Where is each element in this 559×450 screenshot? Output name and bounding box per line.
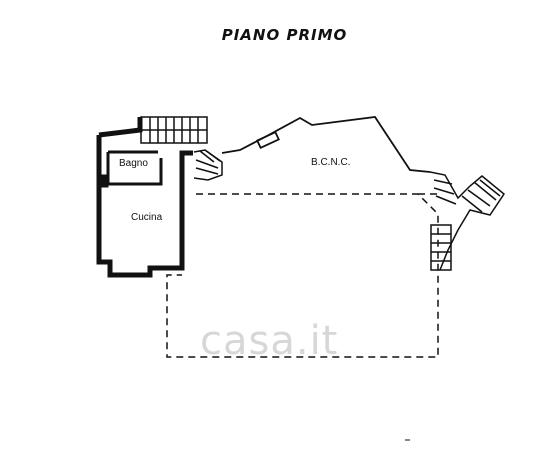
room-label-cucina: Cucina <box>131 212 163 223</box>
outdoor-area-dashed <box>166 193 439 358</box>
stairs-right <box>429 171 506 271</box>
stairs-top <box>140 116 208 144</box>
room-label-bagno: Bagno <box>119 158 148 169</box>
floor-title: PIANO PRIMO <box>221 26 348 44</box>
interior-walls <box>99 150 163 188</box>
watermark-logo: casa.it <box>200 318 339 364</box>
stairs-side <box>193 149 223 181</box>
bcnc-boundary <box>221 116 431 173</box>
room-label-bcnc: B.C.N.C. <box>311 157 351 168</box>
building-walls <box>96 117 193 278</box>
